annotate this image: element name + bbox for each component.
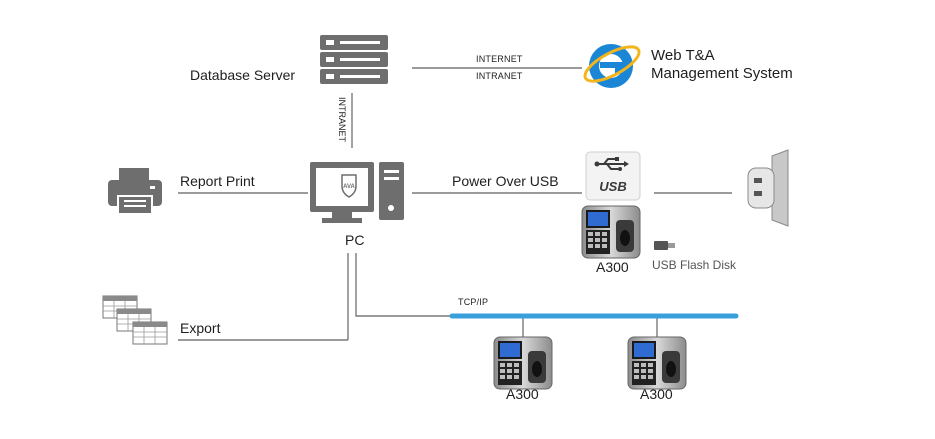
fingerprint-terminal-icon bbox=[581, 205, 641, 259]
fingerprint-terminal-icon bbox=[627, 336, 687, 390]
server-stack-icon bbox=[320, 35, 388, 84]
usb-icon: USB bbox=[585, 151, 641, 201]
database-server-label: Database Server bbox=[190, 67, 296, 83]
internet-explorer-icon bbox=[583, 44, 641, 88]
internet-label: INTERNET bbox=[476, 54, 523, 64]
monitor-badge-text: AVA bbox=[343, 184, 355, 190]
wall-usb-adapter-icon bbox=[747, 149, 789, 227]
printer-icon bbox=[108, 168, 162, 215]
web-ta-line2: Management System bbox=[651, 65, 793, 82]
usb-badge-text: USB bbox=[599, 179, 626, 194]
intranet-horizontal-label: INTRANET bbox=[476, 71, 523, 81]
intranet-vertical-label: INTRANET bbox=[337, 97, 347, 142]
pc-tcp-link bbox=[355, 253, 452, 317]
desktop-computer-icon bbox=[310, 162, 404, 223]
export-label: Export bbox=[180, 320, 221, 336]
a300-top-label: A300 bbox=[596, 259, 629, 275]
web-ta-line1: Web T&A bbox=[651, 47, 715, 64]
a300-left-label: A300 bbox=[506, 386, 539, 402]
spreadsheet-stack-icon bbox=[102, 295, 168, 345]
usb-flash-disk-label: USB Flash Disk bbox=[652, 258, 737, 272]
a300-right-label: A300 bbox=[640, 386, 673, 402]
pc-label: PC bbox=[345, 232, 365, 248]
monitor-logo: AVA bbox=[341, 174, 357, 198]
usb-flash-disk-icon bbox=[654, 241, 675, 250]
tcp-ip-label: TCP/IP bbox=[458, 297, 489, 307]
fingerprint-terminal-icon bbox=[493, 336, 553, 390]
web-ta-title: Web T&A Management System bbox=[651, 47, 793, 83]
power-over-usb-label: Power Over USB bbox=[452, 173, 559, 189]
report-print-label: Report Print bbox=[180, 173, 255, 189]
connection-lines bbox=[178, 67, 732, 341]
